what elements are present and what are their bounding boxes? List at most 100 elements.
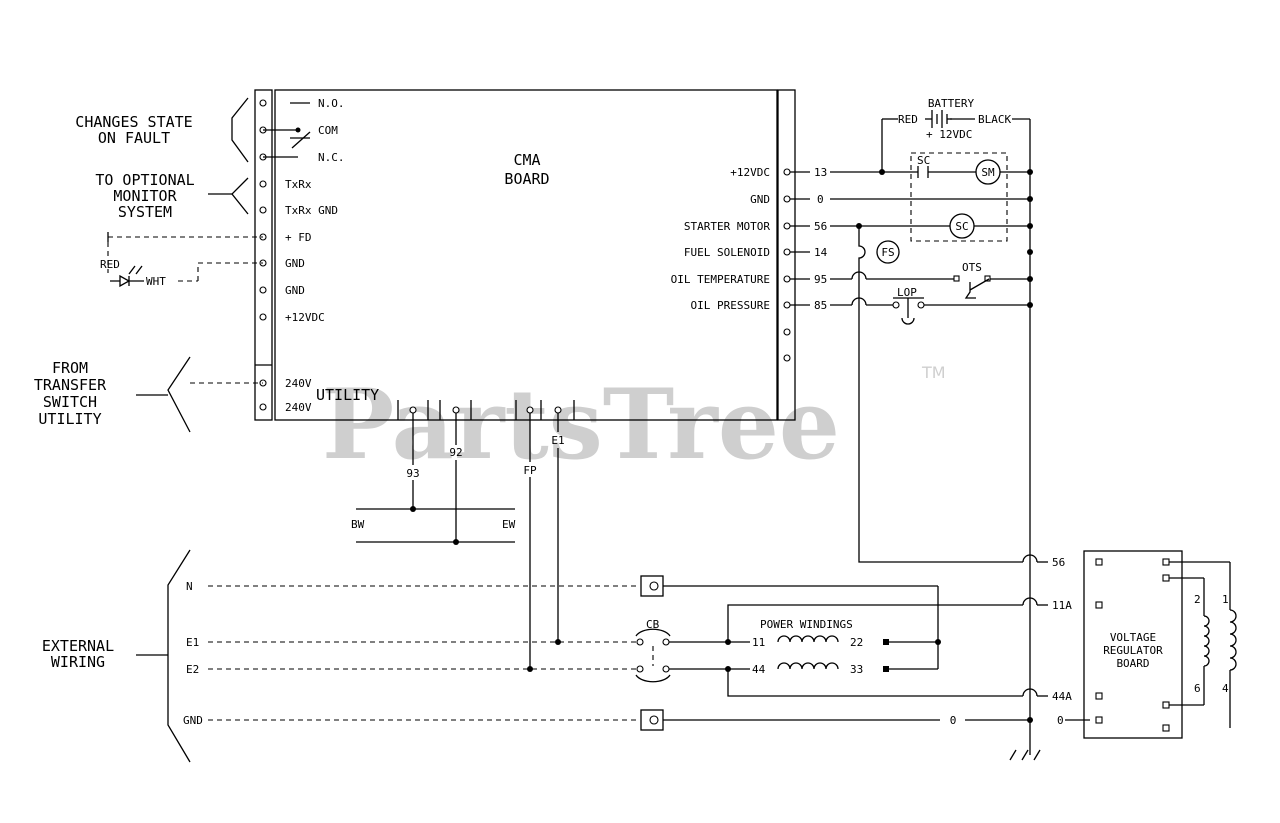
circuit-breaker: CB xyxy=(635,618,750,683)
svg-text:GND: GND xyxy=(750,193,770,206)
led-red-label: RED xyxy=(100,258,120,271)
svg-text:85: 85 xyxy=(814,299,827,312)
svg-text:VOLTAGE: VOLTAGE xyxy=(1110,631,1156,644)
svg-text:14: 14 xyxy=(814,246,828,259)
external-wiring: EXTERNAL WIRING N E1 E2 GND 0 xyxy=(42,549,1033,763)
terminal-com: COM xyxy=(318,124,338,137)
led-indicator: RED WHT xyxy=(100,232,263,288)
svg-text:13: 13 xyxy=(814,166,827,179)
svg-text:SWITCH: SWITCH xyxy=(43,393,97,411)
svg-text:0: 0 xyxy=(817,193,824,206)
svg-text:WIRING: WIRING xyxy=(51,653,105,671)
wire-92-label: 92 xyxy=(449,446,462,459)
engine-switches: FS OTS LOP xyxy=(876,240,991,325)
fault-relay-contacts xyxy=(263,102,311,158)
board-title-1: CMA xyxy=(513,151,540,169)
battery-red-label: RED xyxy=(898,113,918,126)
power-windings: POWER WINDINGS 11 44 22 33 xyxy=(727,597,1048,697)
starter-contactor-box: SC SM SC xyxy=(910,152,1008,242)
terminal-nc: N.C. xyxy=(318,151,345,164)
svg-text:95: 95 xyxy=(814,273,827,286)
svg-text:SC: SC xyxy=(955,220,968,233)
starter-motor-icon xyxy=(975,159,1001,185)
left-terminal-strip: N.O. COM N.C. TxRx TxRx GND + FD GND GND… xyxy=(259,97,345,414)
lop-label: LOP xyxy=(897,286,917,299)
svg-text:STARTER MOTOR: STARTER MOTOR xyxy=(684,220,770,233)
ext-row-e2: E2 xyxy=(186,663,199,676)
terminal-gnd-1: GND xyxy=(285,257,305,270)
note-monitor: TO OPTIONAL MONITOR SYSTEM xyxy=(95,171,249,221)
svg-text:OIL TEMPERATURE: OIL TEMPERATURE xyxy=(671,273,770,286)
svg-text:2: 2 xyxy=(1194,593,1201,606)
wire-93-label: 93 xyxy=(406,467,419,480)
wire-ew-label: EW xyxy=(502,518,516,531)
note-fault: CHANGES STATE ON FAULT xyxy=(75,97,249,163)
svg-text:11: 11 xyxy=(752,636,765,649)
terminal-txrx-gnd: TxRx GND xyxy=(285,204,338,217)
led-wht-label: WHT xyxy=(146,275,166,288)
terminal-240v-2: 240V xyxy=(285,401,312,414)
ots-label: OTS xyxy=(962,261,982,274)
battery-black-label: BLACK xyxy=(978,113,1011,126)
svg-text:56: 56 xyxy=(814,220,827,233)
svg-text:MONITOR: MONITOR xyxy=(113,187,177,205)
fuel-solenoid-icon xyxy=(876,240,900,264)
terminal-no: N.O. xyxy=(318,97,345,110)
svg-text:22: 22 xyxy=(850,636,863,649)
board-title-2: BOARD xyxy=(504,170,549,188)
svg-text:SM: SM xyxy=(981,166,995,179)
svg-text:56: 56 xyxy=(1052,556,1065,569)
ext-row-gnd: GND xyxy=(183,714,203,727)
battery-symbol: BATTERY RED BLACK + 12VDC xyxy=(898,97,1011,141)
svg-text:REGULATOR: REGULATOR xyxy=(1103,644,1163,657)
svg-text:ON FAULT: ON FAULT xyxy=(98,129,170,147)
svg-text:TRANSFER: TRANSFER xyxy=(34,376,107,394)
svg-text:EXTERNAL: EXTERNAL xyxy=(42,637,114,655)
svg-text:1: 1 xyxy=(1222,593,1229,606)
svg-text:OIL PRESSURE: OIL PRESSURE xyxy=(691,299,770,312)
svg-text:44A: 44A xyxy=(1052,690,1072,703)
wire-e1-label: E1 xyxy=(551,434,564,447)
svg-text:11A: 11A xyxy=(1052,599,1072,612)
ext-row-n: N xyxy=(186,580,193,593)
svg-text:FROM: FROM xyxy=(52,359,88,377)
watermark: PartsTree xyxy=(322,368,840,481)
svg-text:CHANGES STATE: CHANGES STATE xyxy=(75,113,192,131)
gnd-wire-label: 0 xyxy=(950,714,957,727)
cb-label: CB xyxy=(646,618,660,631)
cma-board: CMA BOARD UTILITY xyxy=(254,89,796,421)
wire-bw-label: BW xyxy=(351,518,365,531)
svg-text:FUEL SOLENOID: FUEL SOLENOID xyxy=(684,246,770,259)
battery-voltage: + 12VDC xyxy=(926,128,972,141)
board-bottom-terminals: 93 92 FP E1 BW EW xyxy=(351,400,575,669)
terminal-240v-1: 240V xyxy=(285,377,312,390)
right-terminal-strip: +12VDC GND STARTER MOTOR FUEL SOLENOID O… xyxy=(671,166,828,362)
svg-text:UTILITY: UTILITY xyxy=(38,410,101,428)
svg-text:TO OPTIONAL: TO OPTIONAL xyxy=(95,171,194,189)
svg-text:33: 33 xyxy=(850,663,863,676)
terminal-gnd-2: GND xyxy=(285,284,305,297)
battery-title: BATTERY xyxy=(928,97,975,110)
svg-text:+12VDC: +12VDC xyxy=(730,166,770,179)
svg-text:BOARD: BOARD xyxy=(1116,657,1149,670)
svg-text:6: 6 xyxy=(1194,682,1201,695)
terminal-fd: + FD xyxy=(285,231,312,244)
terminal-12vdc: +12VDC xyxy=(285,311,325,324)
starter-coil-icon xyxy=(949,213,975,239)
svg-text:44: 44 xyxy=(752,663,766,676)
svg-text:0: 0 xyxy=(1057,714,1064,727)
power-windings-title: POWER WINDINGS xyxy=(760,618,853,631)
svg-text:FS: FS xyxy=(881,246,894,259)
svg-text:SYSTEM: SYSTEM xyxy=(118,203,172,221)
voltage-regulator-board: 56 11A 44A 0 VOLTAGE REGULATOR BOARD 2 6… xyxy=(1052,550,1237,739)
watermark-tm: TM xyxy=(921,363,946,382)
board-utility-label: UTILITY xyxy=(316,386,379,404)
ext-row-e1: E1 xyxy=(186,636,199,649)
wire-fp-label: FP xyxy=(523,464,537,477)
note-transfer-switch: FROM TRANSFER SWITCH UTILITY xyxy=(34,356,263,433)
sc-contact-label: SC xyxy=(917,154,930,167)
right-wiring xyxy=(790,118,1048,761)
terminal-txrx: TxRx xyxy=(285,178,312,191)
svg-text:4: 4 xyxy=(1222,682,1229,695)
